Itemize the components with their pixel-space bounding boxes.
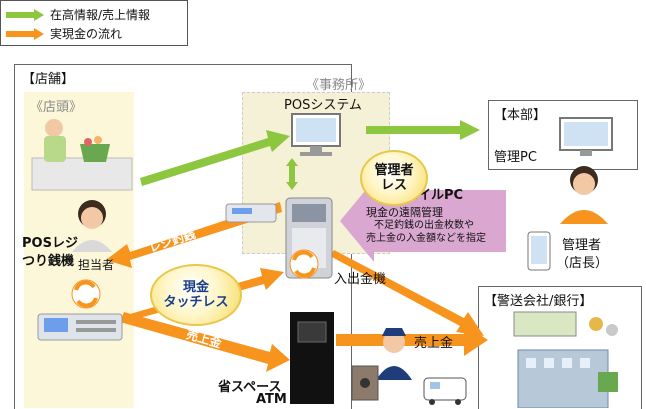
- orange-arrow-machine-bank: [330, 250, 484, 336]
- green-arrow-pos-machine: [286, 158, 298, 190]
- hq-title: 【本部】: [494, 108, 547, 123]
- manager-label-1: 管理者: [562, 238, 602, 253]
- cash-touchless-line2: タッチレス: [163, 295, 229, 310]
- cash-machine-label: 入出金機: [334, 272, 387, 287]
- legend-cash-label: 実現金の流れ: [50, 27, 123, 41]
- legend-item-info: 在高情報/売上情報: [6, 6, 150, 23]
- manager-label-2: （店長）: [556, 256, 609, 271]
- coin-tray-illustration: [225, 203, 277, 223]
- sales-arrow-label-2: 売上金: [414, 336, 454, 351]
- legend-item-cash: 実現金の流れ: [6, 25, 122, 42]
- orange-arrow-register-atm: [120, 312, 290, 372]
- atm-label-2: ATM: [256, 392, 287, 407]
- orange-arrow-icon: [6, 27, 44, 40]
- remote-note-line1: 不足釣銭の出金枚数や: [374, 220, 474, 231]
- sync-icon-machine: [289, 249, 319, 279]
- hq-pc-label: 管理PC: [494, 150, 537, 165]
- staff-label: 担当者: [78, 258, 115, 272]
- atm-label-1: 省スペース: [218, 380, 282, 395]
- manager-less-line1: 管理者: [374, 163, 414, 178]
- register-label-1: POSレジ: [22, 236, 78, 251]
- atm-illustration: [290, 312, 334, 404]
- register-label-2: つり銭機: [22, 254, 75, 269]
- remote-management-note: 現金の遠隔管理 不足釣銭の出金枚数や 売上金の入金額などを指定: [366, 206, 502, 245]
- office-label: 《事務所》: [306, 78, 372, 93]
- store-front-label: 《店頭》: [30, 100, 83, 115]
- mobile-phone-icon: [527, 231, 551, 271]
- security-title: 【警送会社/銀行】: [484, 294, 593, 309]
- manager-less-badge: 管理者 レス: [360, 150, 428, 206]
- store-title: 【店舗】: [22, 72, 75, 87]
- legend: 在高情報/売上情報 実現金の流れ: [0, 0, 188, 46]
- pos-system-label: POSシステム: [284, 98, 362, 113]
- manager-person-icon: [560, 166, 608, 224]
- sync-icon-register: [71, 279, 101, 309]
- safe-icon: [351, 365, 379, 401]
- money-icon: [513, 311, 618, 337]
- legend-info-label: 在高情報/売上情報: [50, 8, 151, 22]
- hq-pc-illustration: [559, 117, 613, 156]
- pos-monitor-illustration: [291, 113, 341, 156]
- staff-person-icon: [72, 200, 112, 252]
- cash-touchless-line1: 現金: [182, 280, 209, 295]
- bank-building-icon: [517, 349, 618, 408]
- cash-machine-illustration: [285, 197, 333, 279]
- cash-touchless-badge: 現金 タッチレス: [150, 264, 242, 326]
- armored-truck-icon: [423, 377, 467, 405]
- orange-arrow-atm-bank: [336, 324, 488, 356]
- pos-register-illustration: [37, 313, 123, 341]
- remote-note-title: 現金の遠隔管理: [366, 206, 443, 219]
- green-arrow-pos-to-hq: [366, 120, 480, 140]
- security-guard-icon: [376, 328, 412, 380]
- remote-note-line2: 売上金の入金額などを指定: [366, 233, 486, 244]
- green-arrow-icon: [6, 8, 44, 21]
- manager-less-line2: レス: [380, 178, 407, 193]
- green-arrow-register-to-pos: [140, 130, 290, 186]
- store-counter-illustration: [31, 119, 133, 191]
